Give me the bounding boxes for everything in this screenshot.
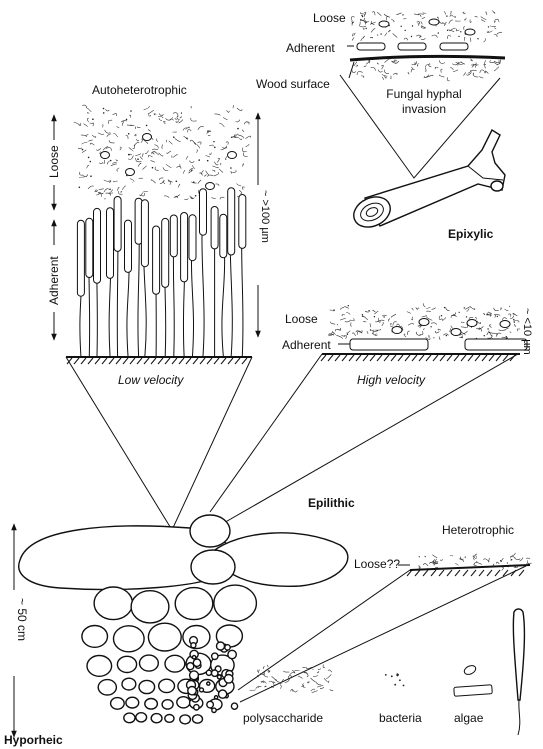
high-velocity-label: High velocity: [357, 373, 426, 387]
top-stone: [190, 515, 230, 547]
wood-log: [349, 130, 505, 233]
hv-adherent-cell: [350, 339, 428, 350]
hv-loose-matrix: [329, 303, 520, 340]
fungal-invasion-label-2: invasion: [402, 102, 446, 116]
epixylic-label: Epixylic: [448, 227, 494, 241]
autoheterotrophic-panel: Autoheterotrophic Loose Adherent ~ >100 …: [47, 83, 271, 530]
low-velocity-label: Low velocity: [118, 373, 184, 387]
epixylic-cell: [440, 43, 468, 50]
legend-bacteria-label: bacteria: [379, 711, 422, 725]
auto-algae-filaments: [77, 188, 245, 356]
hetero-loose-label: Loose??: [354, 557, 400, 571]
hv-hatching: [321, 355, 515, 361]
epilithic-label: Epilithic: [308, 496, 355, 510]
heterotrophic-label: Heterotrophic: [442, 523, 514, 537]
autoheterotrophic-label: Autoheterotrophic: [92, 83, 187, 97]
epixylic-loose-matrix: [351, 11, 502, 42]
scale-50cm-label: ~ 50 cm: [15, 598, 29, 641]
epixylic-hyphae: [353, 59, 501, 81]
epixylic-loose-label: Loose: [313, 11, 346, 25]
epixylic-adherent-label: Adherent: [286, 41, 335, 55]
legend-polysaccharide-swatch: [250, 665, 334, 693]
hyporheic-pebbles: [82, 585, 257, 724]
stones: [19, 515, 348, 724]
epixylic-panel: Loose Adherent Wood surface Fungal hypha…: [256, 11, 505, 241]
hv-adherent-cell: [465, 339, 527, 350]
hv-loose-label: Loose: [285, 312, 318, 326]
legend: polysaccharide bacteria algae: [243, 609, 524, 735]
wood-surface-label: Wood surface: [256, 77, 330, 91]
legend-algae-label: algae: [454, 711, 484, 725]
wood-surface-line: [350, 56, 505, 60]
auto-hatching: [67, 358, 247, 364]
hyporheic-label: Hyporheic: [4, 733, 63, 747]
auto-thickness-label: ~ >100 µm: [259, 190, 271, 243]
hv-thickness-label: ~ <10 µm: [521, 308, 533, 355]
epixylic-cell: [398, 43, 426, 50]
legend-polysaccharide-label: polysaccharide: [243, 711, 323, 725]
fungal-invasion-label-1: Fungal hyphal: [386, 87, 461, 101]
epixylic-cell: [357, 43, 385, 50]
mid-stone: [191, 550, 235, 584]
hv-adherent-label: Adherent: [282, 338, 331, 352]
legend-bacteria-swatch: [385, 673, 405, 686]
auto-loose-label: Loose: [47, 145, 61, 178]
auto-adherent-label: Adherent: [47, 256, 61, 305]
auto-loose-matrix: [74, 105, 251, 200]
